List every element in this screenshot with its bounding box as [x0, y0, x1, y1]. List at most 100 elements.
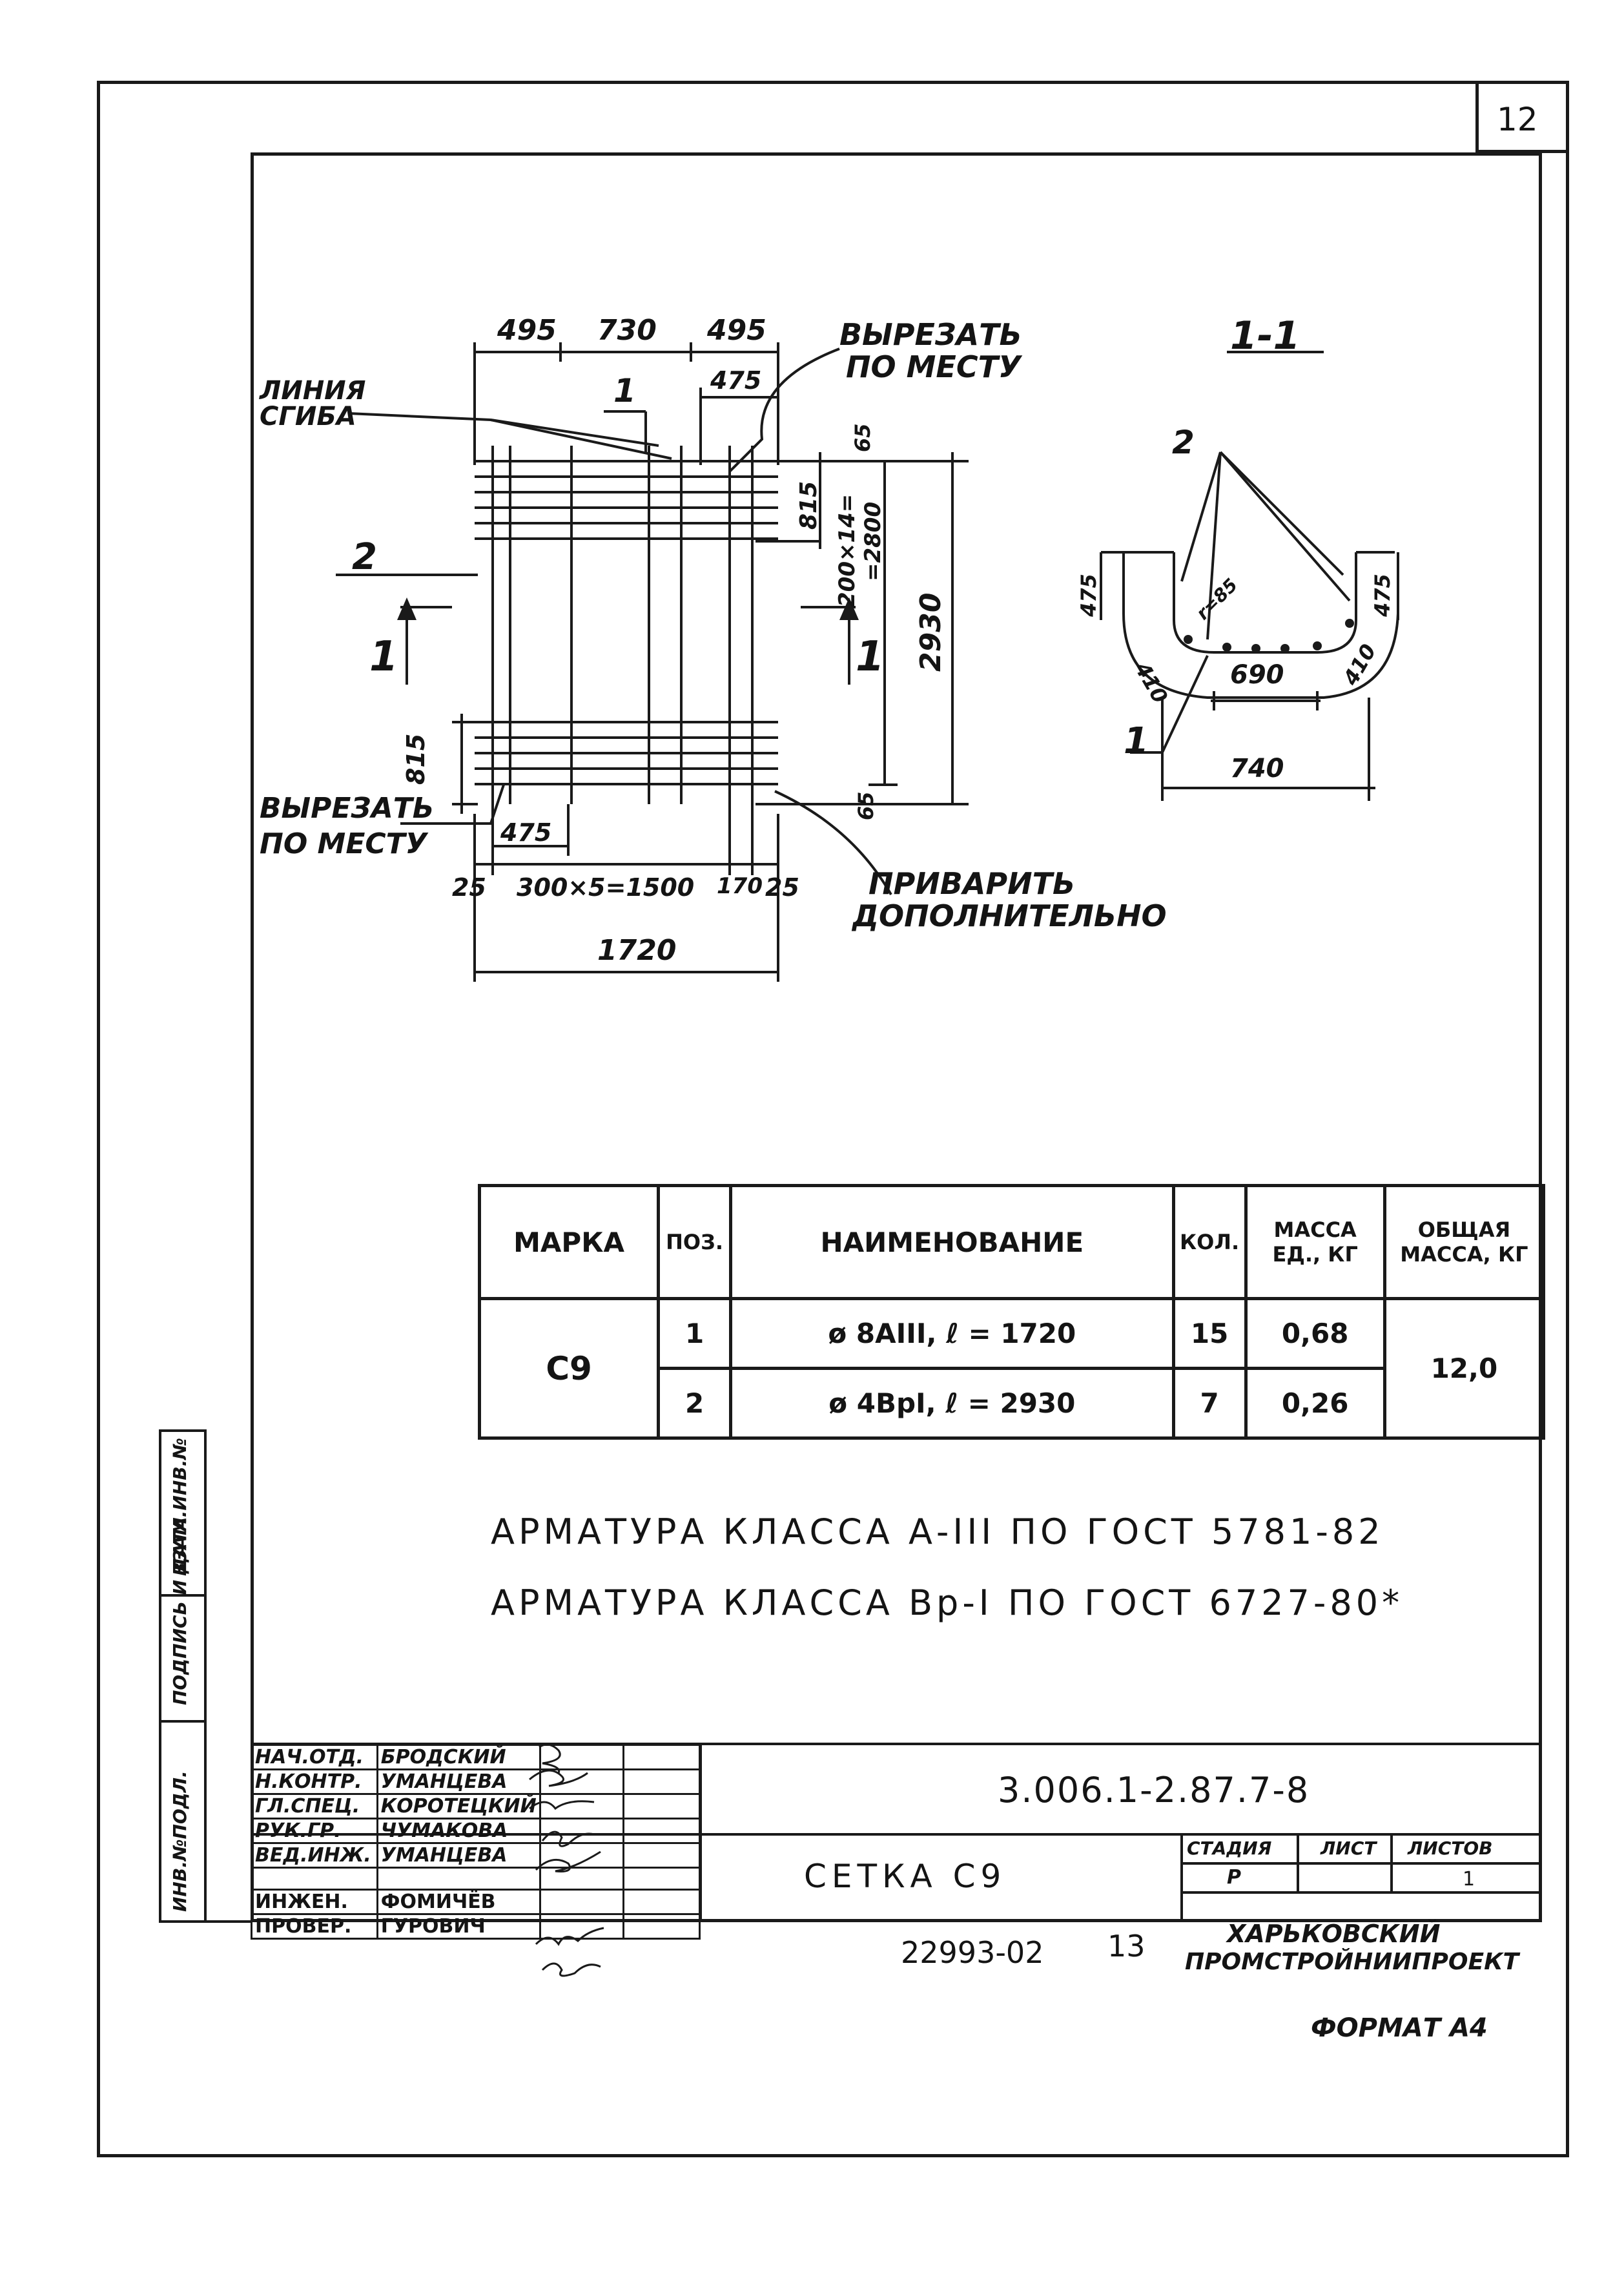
sign-row	[251, 1867, 701, 1891]
bend-line-label-2: СГИБА	[260, 402, 356, 431]
section-pos-1: 1	[1124, 720, 1149, 762]
sign-row: Н.КОНТР.УМАНЦЕВА	[251, 1768, 701, 1795]
inner-border	[251, 152, 1542, 1922]
stage-value: Р	[1227, 1866, 1241, 1889]
dim-65-bottom: 65	[854, 791, 878, 820]
section-dim-475-left: 475	[1076, 574, 1101, 617]
note-1: АРМАТУРА КЛАССА А-III ПО ГОСТ 5781-82	[491, 1511, 1384, 1552]
sign-role	[251, 1867, 378, 1891]
cell-name: ø 4BpI, ℓ = 2930	[728, 1367, 1175, 1440]
dim-bottom-25-left: 25	[452, 873, 486, 902]
stage-label: СТАДИЯ	[1187, 1838, 1272, 1859]
cell-mark: С9	[477, 1297, 661, 1440]
cell-qty: 7	[1171, 1367, 1248, 1440]
dim-815-top: 815	[796, 481, 822, 530]
cell-mass: 0,68	[1244, 1297, 1386, 1370]
dim-total: 1720	[597, 934, 677, 967]
table-row: С9 1 ø 8AIII, ℓ = 1720 15 0,68 12,0	[477, 1297, 1546, 1440]
sheet-title: СЕТКА С9	[804, 1858, 1007, 1895]
org-line-1: ХАРЬКОВСКИЙ	[1227, 1920, 1441, 1948]
section-mark-left: 1	[369, 633, 398, 681]
dim-475-bottom: 475	[500, 818, 552, 847]
page-number-box	[1475, 81, 1569, 153]
section-dim-475-right: 475	[1370, 574, 1395, 617]
sign-role: ПРОВЕР.	[251, 1913, 378, 1940]
dim-bottom-1500: 300×5=1500	[517, 873, 695, 902]
sign-name: УМАНЦЕВА	[376, 1842, 541, 1869]
cell-total-mass: 12,0	[1382, 1297, 1546, 1440]
table-row: 2 ø 4BpI, ℓ = 2930 7 0,26	[480, 1367, 1544, 1440]
sign-row: ГЛ.СПЕЦ.КОРОТЕЦКИЙ	[251, 1793, 701, 1819]
section-dim-740: 740	[1230, 754, 1284, 783]
sign-role: РУК.ГР.	[251, 1818, 378, 1844]
cut-bottom-label-1: ВЫРЕЗАТЬ	[260, 792, 435, 825]
bend-line-label-1: ЛИНИЯ	[260, 376, 366, 406]
sign-name	[376, 1867, 541, 1891]
archive-page: 13	[1107, 1929, 1146, 1964]
cell-mass: 0,26	[1244, 1367, 1386, 1440]
outer-border	[97, 81, 1569, 2157]
cut-top-label-1: ВЫРЕЗАТЬ	[839, 317, 1022, 352]
sign-role: Н.КОНТР.	[251, 1768, 378, 1795]
stamp-sign-date: ПОДПИСЬ И ДАТА	[169, 1517, 190, 1705]
sheets-value: 1	[1463, 1868, 1475, 1891]
header-mark: МАРКА	[477, 1184, 661, 1300]
cell-qty: 15	[1171, 1297, 1248, 1370]
header-mass-total: ОБЩАЯ МАССА, КГ	[1382, 1184, 1546, 1300]
section-title: 1-1	[1230, 313, 1300, 358]
weld-label-1: ПРИВАРИТЬ	[869, 866, 1076, 901]
header-name: НАИМЕНОВАНИЕ	[728, 1184, 1175, 1300]
header-qty: КОЛ.	[1171, 1184, 1248, 1300]
dim-top-3: 495	[707, 314, 766, 347]
dim-spacing: 200×14=	[834, 493, 860, 607]
header-mass-unit-1: МАССА	[1273, 1218, 1357, 1242]
sign-role: ИНЖЕН.	[251, 1889, 378, 1915]
header-mass-unit-2: ЕД., КГ	[1272, 1242, 1358, 1267]
header-mass-unit: МАССА ЕД., КГ	[1244, 1184, 1386, 1300]
dim-top-1: 495	[497, 314, 557, 347]
section-dim-690: 690	[1230, 660, 1284, 690]
header-mass-total-1: ОБЩАЯ	[1417, 1218, 1511, 1242]
dim-bottom-25-right: 25	[765, 873, 799, 902]
cell-pos: 1	[657, 1297, 732, 1370]
stamp-inv-orig: ИНВ.№ПОДЛ.	[169, 1770, 190, 1912]
sign-role: ГЛ.СПЕЦ.	[251, 1793, 378, 1819]
note-2: АРМАТУРА КЛАССА Вр-I ПО ГОСТ 6727-80*	[491, 1582, 1404, 1623]
sheets-label: ЛИСТОВ	[1408, 1838, 1493, 1859]
spec-table: МАРКА ПОЗ. НАИМЕНОВАНИЕ КОЛ. МАССА ЕД., …	[477, 1184, 1546, 1440]
sign-name: ЧУМАКОВА	[376, 1818, 541, 1844]
dim-top-2: 730	[597, 314, 657, 347]
sign-row: ИНЖЕН.ФОМИЧЁВ	[251, 1889, 701, 1915]
sign-role: ВЕД.ИНЖ.	[251, 1842, 378, 1869]
org-line-2: ПРОМСТРОЙНИИПРОЕКТ	[1185, 1949, 1519, 1975]
sheet-label: ЛИСТ	[1321, 1838, 1377, 1859]
format-label: ФОРМАТ А4	[1311, 2013, 1488, 2043]
weld-label-2: ДОПОЛНИТЕЛЬНО	[852, 898, 1167, 933]
cell-pos: 2	[657, 1367, 732, 1440]
sign-name: ГУРОВИЧ	[376, 1913, 541, 1940]
spec-header-row: МАРКА ПОЗ. НАИМЕНОВАНИЕ КОЛ. МАССА ЕД., …	[477, 1184, 1546, 1300]
signatures-table: НАЧ.ОТД.БРОДСКИЙ Н.КОНТР.УМАНЦЕВА ГЛ.СПЕ…	[251, 1744, 701, 1940]
cell-name: ø 8AIII, ℓ = 1720	[728, 1297, 1175, 1370]
archive-number: 22993-02	[901, 1935, 1044, 1970]
sign-name: УМАНЦЕВА	[376, 1768, 541, 1795]
dim-2930: 2930	[914, 592, 947, 672]
dim-815-bottom: 815	[402, 733, 430, 785]
sign-name: ФОМИЧЁВ	[376, 1889, 541, 1915]
cut-top-label-2: ПО МЕСТУ	[846, 349, 1022, 384]
sign-row: ПРОВЕР.ГУРОВИЧ	[251, 1913, 701, 1940]
sign-row: ВЕД.ИНЖ.УМАНЦЕВА	[251, 1842, 701, 1869]
sign-role: НАЧ.ОТД.	[251, 1744, 378, 1770]
document-code: 3.006.1-2.87.7-8	[998, 1770, 1310, 1810]
section-mark-right: 1	[856, 633, 885, 681]
dim-bottom-170: 170	[717, 873, 763, 899]
cut-bottom-label-2: ПО МЕСТУ	[260, 827, 427, 860]
header-pos: ПОЗ.	[657, 1184, 732, 1300]
pos-1-plan: 1	[613, 372, 636, 409]
section-pos-2: 2	[1172, 424, 1195, 461]
sign-row: РУК.ГР.ЧУМАКОВА	[251, 1818, 701, 1844]
dim-475-top: 475	[710, 366, 762, 395]
sign-row: НАЧ.ОТД.БРОДСКИЙ	[251, 1744, 701, 1770]
header-mass-total-2: МАССА, КГ	[1400, 1242, 1528, 1267]
